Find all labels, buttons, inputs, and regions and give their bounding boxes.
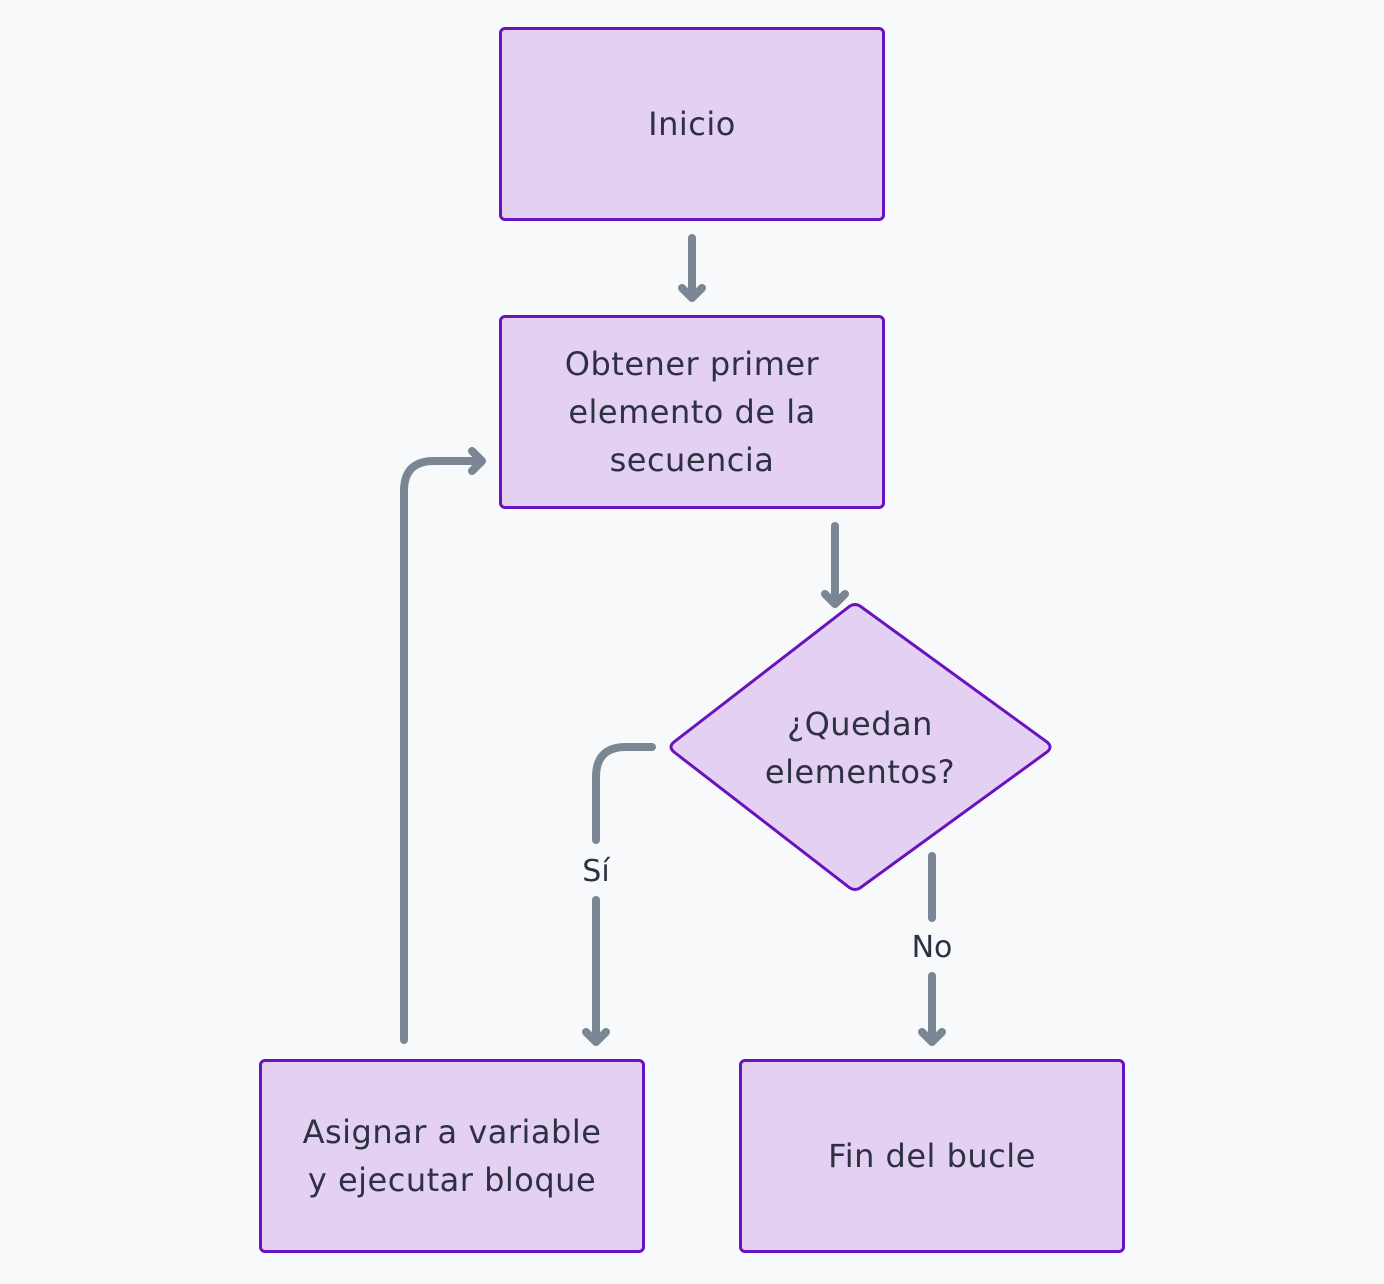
edge-decision-to-assign	[592, 743, 656, 844]
assign-node: Asignar a variable y ejecutar bloque	[259, 1059, 645, 1253]
decision-diamond-shape	[669, 603, 1052, 891]
edge-assign-to-get-first	[400, 457, 482, 1044]
decision-label: ¿Quedan elementos?	[764, 705, 956, 791]
arrowhead-decision-to-assign	[582, 1028, 610, 1046]
end-label: Fin del bucle	[828, 1137, 1036, 1175]
edge-label-yes: Sí	[570, 852, 622, 892]
get-first-element-label: Obtener primer elemento de la secuencia	[564, 345, 820, 479]
get-first-element-node: Obtener primer elemento de la secuencia	[499, 315, 885, 509]
arrowhead-start-to-get-first	[678, 284, 706, 302]
arrowhead-get-first-to-decision	[821, 590, 849, 608]
end-node: Fin del bucle	[739, 1059, 1125, 1253]
edge-label-no: No	[904, 928, 960, 968]
arrowhead-assign-to-get-first	[468, 447, 486, 475]
assign-label: Asignar a variable y ejecutar bloque	[302, 1113, 602, 1199]
arrowhead-decision-to-end	[918, 1028, 946, 1046]
start-node: Inicio	[499, 27, 885, 221]
decision-node: ¿Quedan elementos?	[740, 700, 980, 796]
start-node-label: Inicio	[648, 105, 736, 143]
